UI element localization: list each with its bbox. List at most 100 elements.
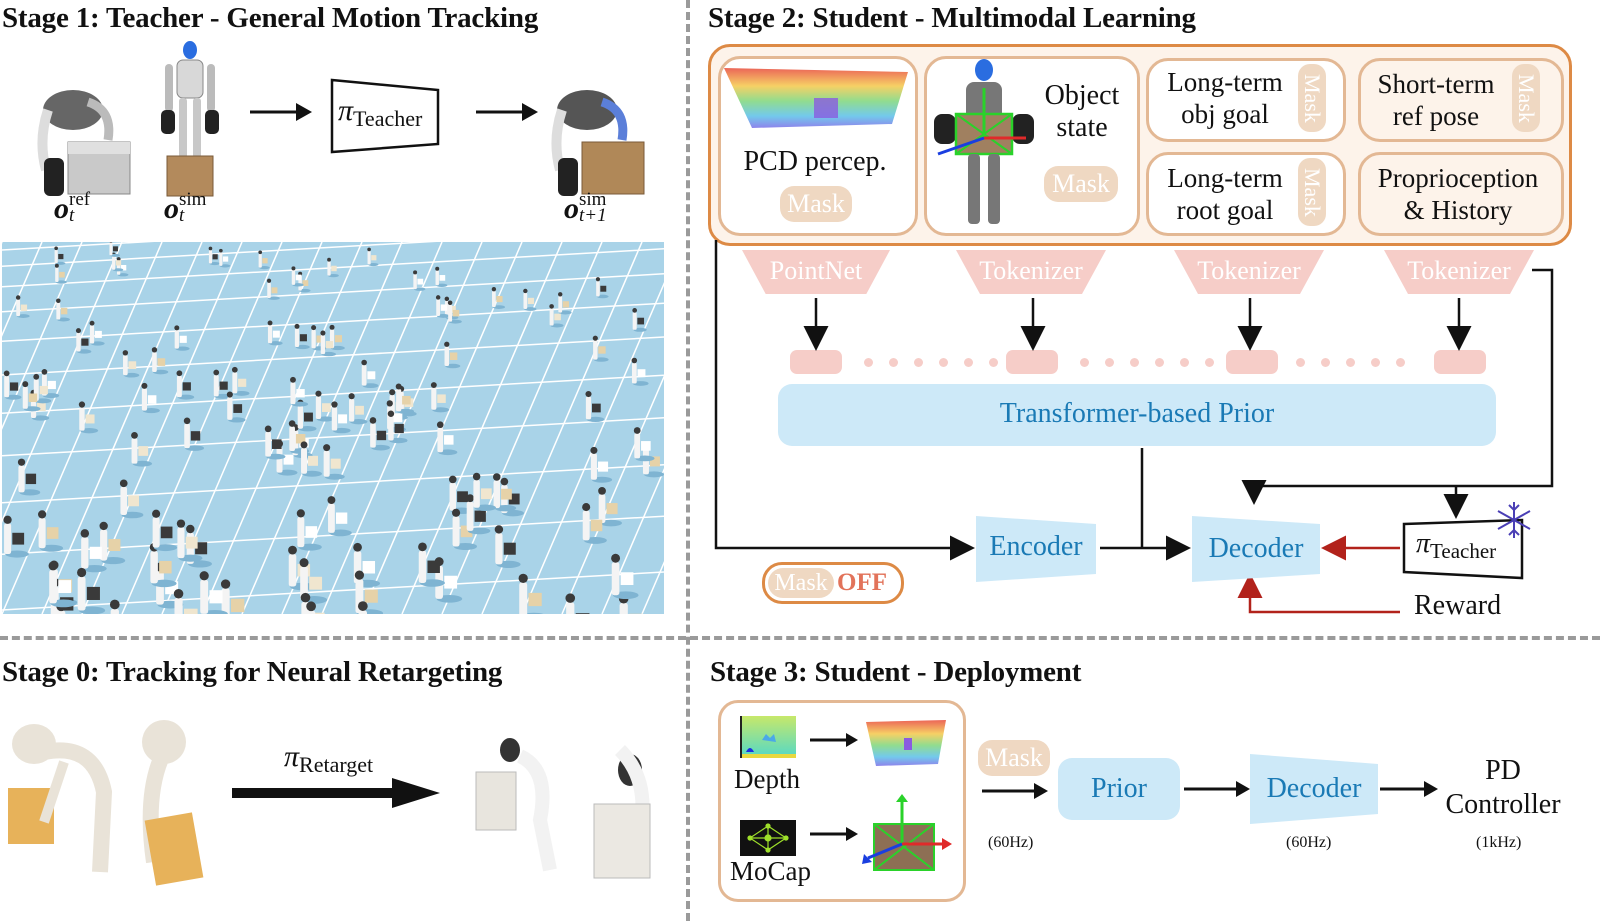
stage1-title: Stage 1: Teacher - General Motion Tracki… <box>2 2 539 34</box>
sim-robot <box>435 266 448 287</box>
sim-robot <box>590 446 613 483</box>
frozen-teacher-box: πTeacher <box>1402 518 1524 580</box>
sim-robot <box>582 503 607 544</box>
sim-robot <box>48 561 77 608</box>
mocap-image <box>740 820 796 856</box>
sequence-dot <box>1105 358 1114 367</box>
pi-symbol: π <box>338 94 354 127</box>
sim-robot <box>220 579 245 614</box>
decoder-box: Decoder <box>1192 516 1320 582</box>
sim-robot <box>296 509 322 551</box>
sim-robot <box>494 525 521 568</box>
sim-robot <box>565 593 590 614</box>
prior-frequency: (60Hz) <box>988 834 1034 851</box>
deploy-decoder-box: Decoder <box>1250 754 1378 824</box>
mask-toggle-state: OFF <box>837 569 887 596</box>
sequence-dot <box>989 358 998 367</box>
sim-robot <box>444 341 461 369</box>
grid-line <box>601 467 664 614</box>
retarget-arrow <box>232 778 440 808</box>
mocap-label: MoCap <box>730 856 811 886</box>
sim-robot <box>119 479 144 519</box>
sim-robot <box>357 601 368 614</box>
sim-robot <box>152 509 178 552</box>
human-mannequin-image <box>8 720 204 886</box>
sim-robot <box>54 246 66 265</box>
retargeted-robot-image <box>475 738 651 879</box>
prior-to-decoder-arrow <box>1184 781 1250 797</box>
decoder-label: Decoder <box>1208 533 1304 564</box>
sim-robot <box>226 391 246 423</box>
sequence-dot <box>1180 358 1189 367</box>
input-to-prior-arrow <box>982 783 1048 799</box>
depth-label: Depth <box>734 764 800 794</box>
sim-robot <box>99 521 126 565</box>
sim-robot <box>291 266 304 287</box>
sequence-dot <box>1080 358 1089 367</box>
grid-line <box>2 336 664 376</box>
sim-robot <box>434 557 463 603</box>
sim-robot <box>109 599 120 614</box>
obj-goal-mask-badge: Mask <box>1298 64 1326 132</box>
sim-robot <box>466 494 491 535</box>
sim-robot <box>320 330 336 357</box>
sim-robot <box>329 324 345 351</box>
proprioception-label: Proprioception& History <box>1377 163 1539 225</box>
mocap-arrow <box>810 827 858 841</box>
tokenizer-2: Tokenizer <box>1174 250 1324 294</box>
sim-robot <box>430 382 450 413</box>
sim-robot <box>54 263 67 284</box>
grid-line <box>201 242 363 614</box>
sim-robot <box>15 295 30 318</box>
sim-robot <box>22 381 41 412</box>
grid-line <box>2 273 664 313</box>
controller-frequency: (1kHz) <box>1476 834 1522 851</box>
sim-robot <box>451 508 478 550</box>
sim-robot <box>418 542 445 587</box>
snowflake-frozen-icon <box>1497 502 1531 538</box>
grid-line <box>2 242 43 337</box>
sim-robot <box>306 601 316 614</box>
sim-robot <box>231 366 250 396</box>
retarget-policy-label: πRetarget <box>284 740 374 777</box>
ref-pose-mask-badge: Mask <box>1512 64 1540 132</box>
parallel-simulation-scene <box>2 242 664 614</box>
mask-off-toggle[interactable]: Mask OFF <box>762 562 904 604</box>
pcd-mask-badge: Mask <box>780 186 852 222</box>
grid-line <box>2 571 664 611</box>
sim-robot <box>631 357 649 386</box>
sequence-dot <box>1296 358 1305 367</box>
sim-robot <box>327 496 352 537</box>
grid-line <box>561 374 664 614</box>
sim-robot <box>290 376 309 407</box>
sim-robot <box>208 246 220 266</box>
token <box>1226 350 1278 374</box>
sim-robot <box>300 592 325 614</box>
depth-image <box>740 716 796 758</box>
decoder-frequency: (60Hz) <box>1286 834 1332 851</box>
sim-robot <box>33 373 52 404</box>
grid-line <box>81 242 243 614</box>
object-state-mask-badge: Mask <box>1044 166 1118 202</box>
sim-robot <box>174 325 190 351</box>
tokenizer-1: Tokenizer <box>956 250 1106 294</box>
root-goal-mask-badge: Mask <box>1298 158 1326 226</box>
sim-robot <box>111 252 124 272</box>
grid-line <box>121 242 283 614</box>
sequence-dot <box>939 358 948 367</box>
sim-robot <box>176 370 195 400</box>
sim-robot <box>585 390 605 422</box>
sim-robot <box>632 308 647 332</box>
grid-line <box>241 242 403 614</box>
sim-robot <box>131 431 153 467</box>
point-cloud-image <box>724 68 908 128</box>
sim-robot <box>592 335 609 362</box>
sim-robot <box>183 417 204 451</box>
sim-robot <box>75 328 92 354</box>
teacher-sub: Teacher <box>353 106 423 131</box>
sequence-dot <box>914 358 923 367</box>
